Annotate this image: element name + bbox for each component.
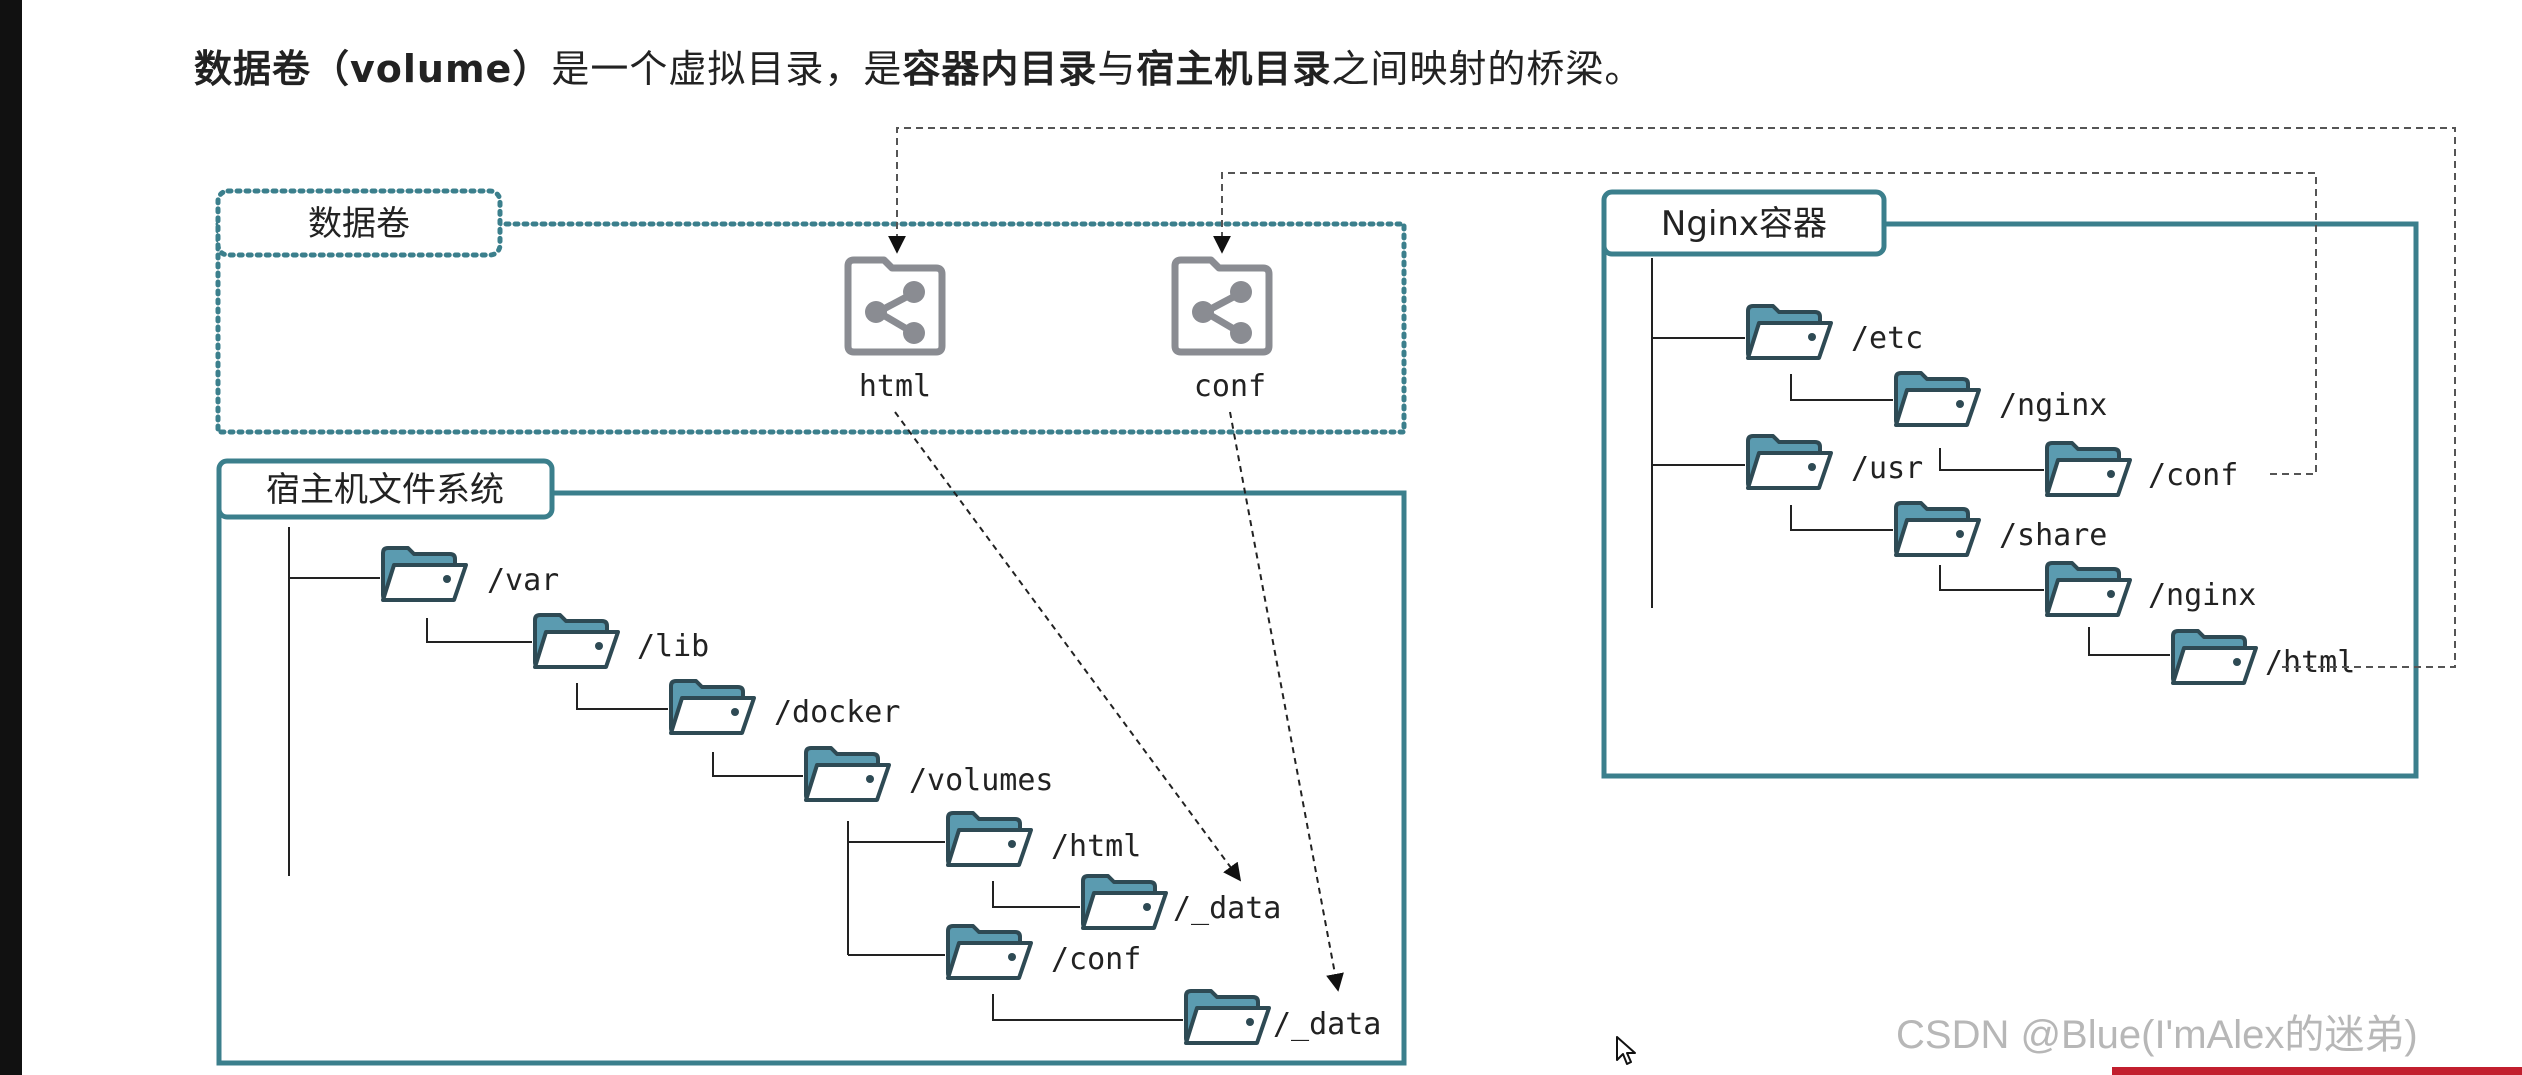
folder-icon — [1746, 434, 1833, 490]
volume-html: html — [848, 260, 942, 404]
host-folder-docker: /docker — [669, 679, 900, 735]
folder-icon — [804, 746, 891, 802]
host-folder-html: /html — [946, 811, 1141, 867]
page-heading: 数据卷（volume）是一个虚拟目录，是容器内目录与宿主机目录之间映射的桥梁。 — [194, 38, 1643, 93]
folder-label: /html — [1051, 829, 1141, 864]
mapping-line-nginx-html — [888, 127, 2456, 668]
folder-label: /etc — [1851, 321, 1923, 356]
share-folder-icon — [848, 260, 942, 352]
csdn-watermark: CSDN @Blue(I'mAlex的迷弟) — [1896, 1013, 2418, 1057]
host-folder-lib: /lib — [533, 613, 709, 669]
volume-html-label: html — [859, 369, 931, 404]
folder-icon — [1184, 989, 1271, 1045]
host-folder-conf-data: /_data — [1184, 989, 1381, 1045]
host-folder-var: /var — [381, 546, 559, 602]
folder-icon — [1894, 371, 1981, 427]
nginx-folder-html: /html — [2171, 629, 2355, 685]
heading-volume-term: 数据卷（volume） — [194, 47, 552, 91]
host-fs-box: 宿主机文件系统 — [216, 458, 1407, 1066]
volume-conf: conf — [1175, 260, 1269, 404]
nginx-box: Nginx容器 — [1601, 189, 2419, 779]
folder-label: /volumes — [909, 763, 1054, 798]
heading-text-and: 与 — [1097, 47, 1137, 91]
host-folder-html-data: /_data — [1081, 874, 1281, 930]
nginx-folder-etc: /etc — [1746, 304, 1923, 360]
mapping-line-nginx-conf — [1213, 172, 2317, 475]
nginx-folder-usr: /usr — [1746, 434, 1923, 490]
folder-label: /nginx — [2148, 578, 2256, 613]
folder-label: /share — [1999, 518, 2107, 553]
folder-icon — [1081, 874, 1168, 930]
folder-label: /html — [2265, 645, 2355, 680]
folder-label: /conf — [1051, 942, 1141, 977]
folder-label: /_data — [1173, 891, 1281, 926]
folder-icon — [946, 924, 1033, 980]
nginx-title: Nginx容器 — [1661, 204, 1827, 244]
left-edge-bar — [0, 0, 22, 1075]
heading-host-dir: 宿主机目录 — [1136, 47, 1332, 91]
host-folder-volumes: /volumes — [804, 746, 1054, 802]
folder-label: /var — [487, 563, 559, 598]
nginx-tree-lines — [1651, 258, 2170, 656]
nginx-folder-etc-nginx: /nginx — [1894, 371, 2107, 427]
host-tree-lines — [288, 527, 1183, 1021]
share-folder-icon — [1175, 260, 1269, 352]
volume-conf-label: conf — [1194, 369, 1266, 404]
folder-label: /conf — [2148, 458, 2238, 493]
heading-text-end: 之间映射的桥梁。 — [1331, 47, 1644, 91]
nginx-folder-share-nginx: /nginx — [2045, 561, 2256, 617]
folder-icon — [1746, 304, 1833, 360]
folder-label: /docker — [774, 695, 900, 730]
heading-container-dir: 容器内目录 — [902, 47, 1098, 91]
folder-label: /usr — [1851, 451, 1923, 486]
nginx-folder-conf: /conf — [2045, 441, 2238, 497]
folder-icon — [1894, 501, 1981, 557]
host-fs-title: 宿主机文件系统 — [266, 470, 504, 510]
folder-icon — [2045, 561, 2132, 617]
host-folder-conf: /conf — [946, 924, 1141, 980]
volume-box-title: 数据卷 — [308, 204, 410, 244]
folder-label: /nginx — [1999, 388, 2107, 423]
volume-box: 数据卷 — [215, 188, 1407, 435]
folder-icon — [2045, 441, 2132, 497]
mouse-cursor-icon — [1616, 1036, 1636, 1065]
folder-icon — [2171, 629, 2258, 685]
heading-text: 是一个虚拟目录，是 — [551, 47, 903, 91]
folder-icon — [381, 546, 468, 602]
folder-icon — [946, 811, 1033, 867]
folder-label: /lib — [637, 629, 709, 664]
nginx-folder-share: /share — [1894, 501, 2107, 557]
folder-label: /_data — [1273, 1007, 1381, 1042]
container-mapping-lines — [888, 127, 2456, 668]
host-mapping-lines — [894, 411, 1344, 992]
folder-icon — [669, 679, 756, 735]
folder-icon — [533, 613, 620, 669]
bottom-edge-bar — [2112, 1067, 2522, 1075]
mapping-line-volume-html — [894, 411, 1242, 882]
